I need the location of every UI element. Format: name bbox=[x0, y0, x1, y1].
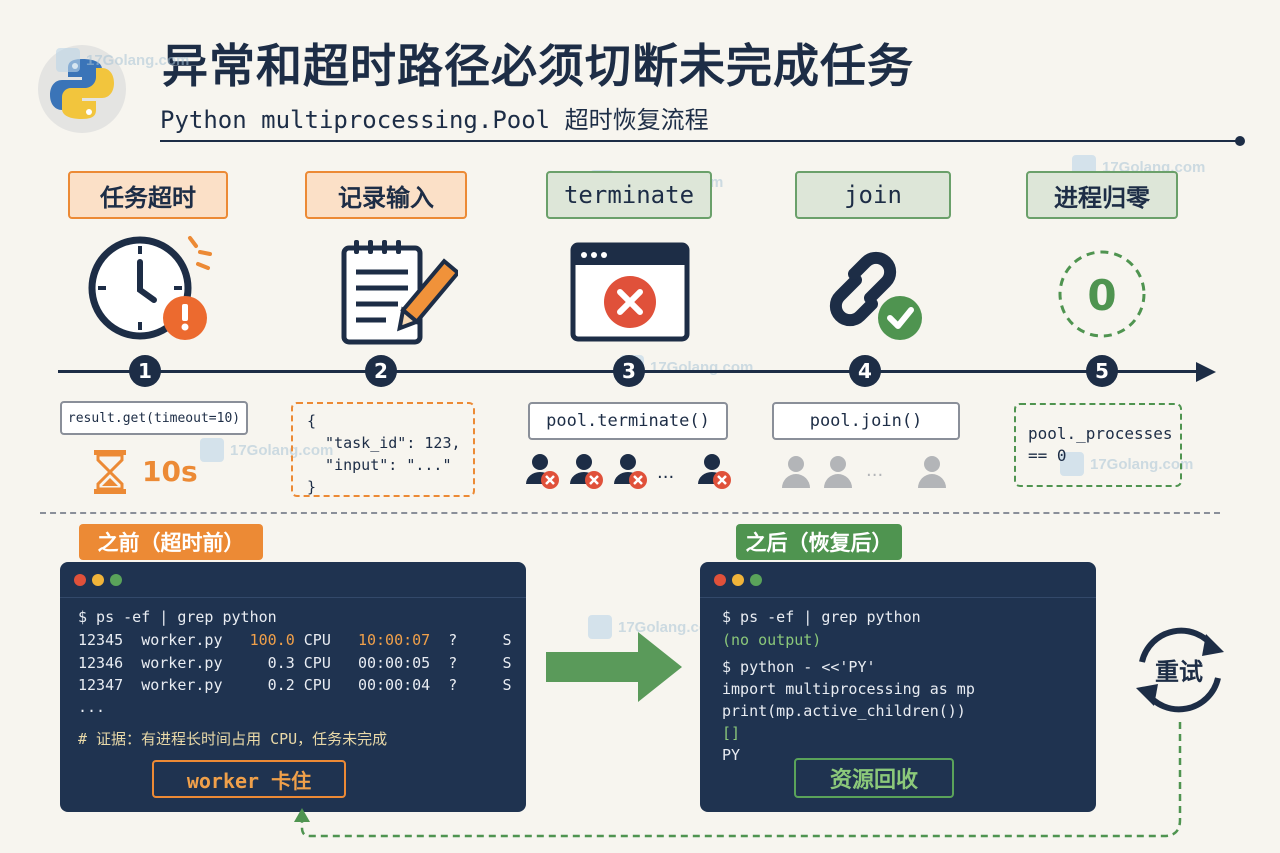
joined-workers bbox=[780, 454, 950, 490]
minimize-dot-icon bbox=[732, 573, 744, 586]
terminal-line: PY bbox=[722, 746, 741, 764]
terminal-line: 12346 worker.py 0.3 CPU 00:00:05 ? S bbox=[78, 654, 512, 672]
step-number-3: 3 bbox=[613, 355, 645, 387]
python-logo bbox=[38, 45, 126, 133]
after-terminal: $ ps -ef | grep python (no output) $ pyt… bbox=[700, 562, 1096, 812]
transition-arrow bbox=[546, 632, 682, 702]
header-divider bbox=[160, 140, 1240, 142]
timeout-duration: 10s bbox=[142, 455, 198, 488]
terminated-workers bbox=[524, 452, 734, 492]
step-number-5: 5 bbox=[1086, 355, 1118, 387]
svg-text:0: 0 bbox=[1087, 271, 1116, 320]
clock-warning-icon bbox=[86, 232, 218, 344]
worker-terminated-icon bbox=[526, 454, 559, 489]
step5-processes-check: pool._processes == 0 bbox=[1014, 403, 1182, 487]
section-divider bbox=[40, 512, 1220, 514]
retry-loop-path bbox=[290, 720, 1190, 840]
terminal-line: $ ps -ef | grep python bbox=[78, 608, 277, 626]
maximize-dot-icon bbox=[750, 573, 762, 586]
terminal-comment: # 证据：有进程长时间占用 CPU，任务未完成 bbox=[78, 730, 388, 748]
maximize-dot-icon bbox=[110, 573, 122, 586]
terminal-titlebar bbox=[700, 562, 1096, 598]
terminal-line: ... bbox=[78, 698, 106, 716]
step2-input-json: { "task_id": 123, "input": "..." } bbox=[291, 402, 475, 497]
terminal-line-no-output: (no output) bbox=[722, 631, 822, 649]
terminal-line: 12347 worker.py 0.2 CPU 00:00:04 ? S bbox=[78, 676, 512, 694]
chain-link-check-icon bbox=[816, 242, 926, 342]
watermark: 17Golang.com bbox=[588, 615, 721, 639]
step-number-2: 2 bbox=[365, 355, 397, 387]
terminal-line-empty-list: [] bbox=[722, 724, 741, 742]
minimize-dot-icon bbox=[92, 573, 104, 586]
step-label-record-input: 记录输入 bbox=[305, 171, 467, 219]
terminal-titlebar bbox=[60, 562, 526, 598]
before-terminal: $ ps -ef | grep python 12345 worker.py 1… bbox=[60, 562, 526, 812]
page-subtitle: Python multiprocessing.Pool 超时恢复流程 bbox=[160, 106, 709, 134]
before-tag: 之前（超时前） bbox=[79, 524, 263, 560]
step4-code: pool.join() bbox=[772, 402, 960, 440]
header-divider-dot bbox=[1235, 136, 1245, 146]
close-dot-icon bbox=[714, 573, 726, 586]
joined-workers-ellipsis: ... bbox=[866, 460, 884, 481]
step1-code: result.get(timeout=10) bbox=[60, 401, 248, 435]
zero-circle-icon: 0 bbox=[1056, 248, 1148, 340]
retry-cycle-icon bbox=[1128, 618, 1232, 722]
hourglass-icon bbox=[92, 448, 128, 496]
after-tag: 之后（恢复后） bbox=[736, 524, 902, 560]
resource-reclaimed-badge: 资源回收 bbox=[794, 758, 954, 798]
terminal-line-highlight: 12345 worker.py 100.0 CPU 10:00:07 ? S bbox=[78, 631, 512, 649]
step-number-4: 4 bbox=[849, 355, 881, 387]
step-number-1: 1 bbox=[129, 355, 161, 387]
watermark: 17Golang.com bbox=[200, 438, 333, 462]
step3-code: pool.terminate() bbox=[528, 402, 728, 440]
window-close-icon bbox=[570, 242, 690, 342]
close-dot-icon bbox=[74, 573, 86, 586]
terminal-line: $ python - <<'PY' bbox=[722, 658, 876, 676]
terminal-line: import multiprocessing as mp bbox=[722, 680, 975, 698]
step-label-join: join bbox=[795, 171, 951, 219]
notepad-pencil-icon bbox=[338, 238, 461, 348]
step-label-terminate: terminate bbox=[546, 171, 712, 219]
step-label-timeout: 任务超时 bbox=[68, 171, 228, 219]
worker-stuck-badge: worker 卡住 bbox=[152, 760, 346, 798]
step-label-processes-zero: 进程归零 bbox=[1026, 171, 1178, 219]
retry-label: 重试 bbox=[1155, 658, 1203, 686]
page-title: 异常和超时路径必须切断未完成任务 bbox=[162, 39, 914, 93]
terminal-line: $ ps -ef | grep python bbox=[722, 608, 921, 626]
timeline-arrow bbox=[1196, 362, 1216, 382]
watermark: 17Golang.com bbox=[1060, 452, 1193, 476]
watermark: 17Golang.com bbox=[56, 48, 189, 72]
terminal-line: print(mp.active_children()) bbox=[722, 702, 966, 720]
terminated-workers-ellipsis: ... bbox=[657, 462, 675, 483]
